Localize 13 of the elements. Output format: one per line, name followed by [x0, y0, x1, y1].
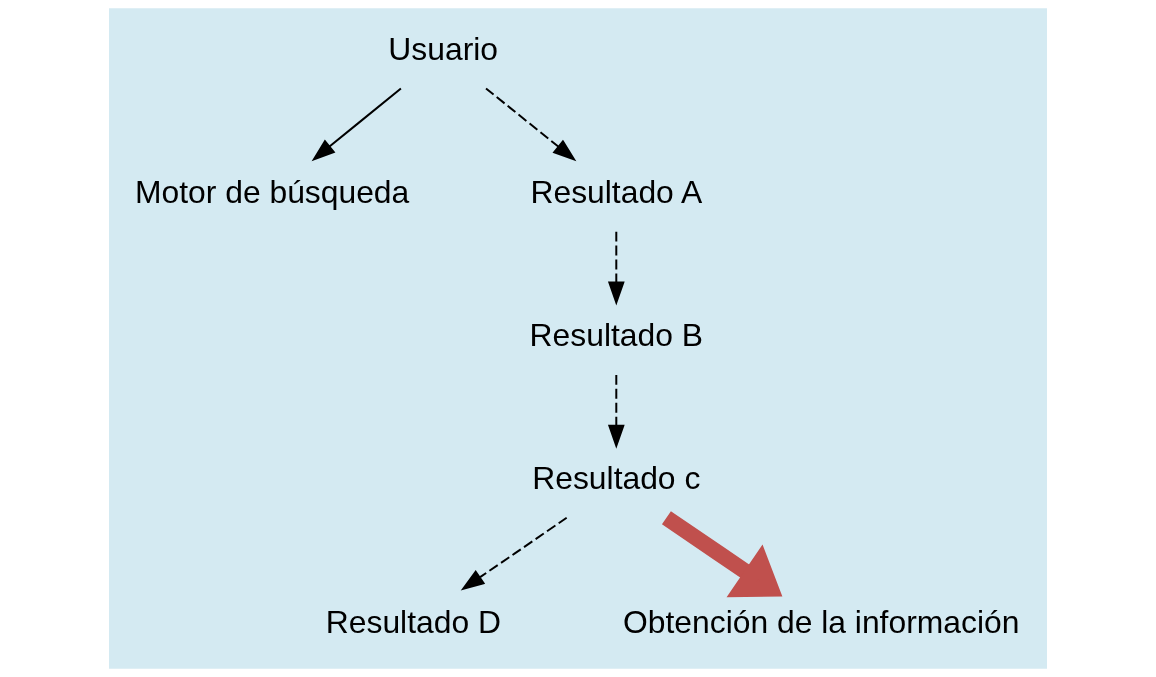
node-text: Obtención de la información — [623, 603, 1020, 640]
node-text: Resultado D — [325, 603, 501, 640]
arrow — [607, 373, 625, 449]
arrow — [460, 516, 568, 591]
node-text: Resultado c — [532, 460, 701, 497]
arrow — [607, 230, 625, 306]
arrow — [311, 87, 402, 162]
node-text: Resultado B — [529, 317, 703, 354]
arrow — [661, 511, 783, 598]
node-text: Usuario — [388, 30, 499, 67]
arrow — [485, 87, 577, 162]
node-text: Resultado A — [530, 173, 703, 210]
node-text: Motor de búsqueda — [134, 173, 410, 210]
